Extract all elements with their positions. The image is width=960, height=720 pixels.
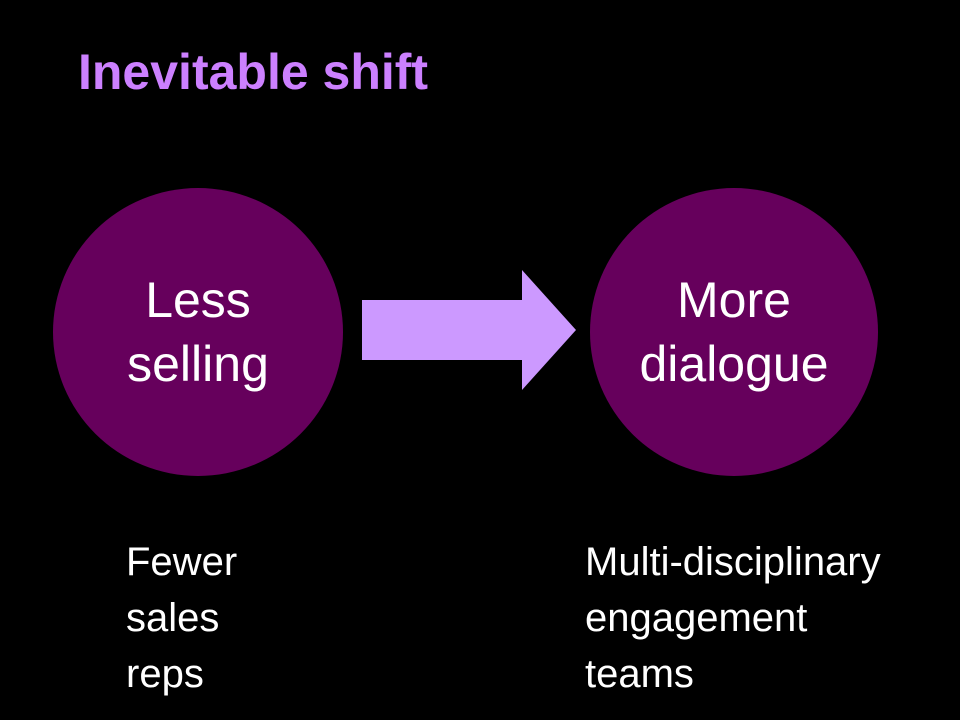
note-engagement-teams: Multi-disciplinary engagement teams xyxy=(585,540,881,696)
circle-more-dialogue: More dialogue xyxy=(590,188,878,476)
note-fewer-sales-reps: Fewer sales reps xyxy=(126,540,238,696)
circle-label-more-dialogue: More dialogue xyxy=(639,272,829,392)
circle-less-selling: Less selling xyxy=(53,188,343,476)
slide-title: Inevitable shift xyxy=(78,44,429,100)
right-arrow-icon xyxy=(362,270,576,390)
arrow-shape xyxy=(362,270,576,390)
circle-label-less-selling: Less selling xyxy=(127,272,269,392)
